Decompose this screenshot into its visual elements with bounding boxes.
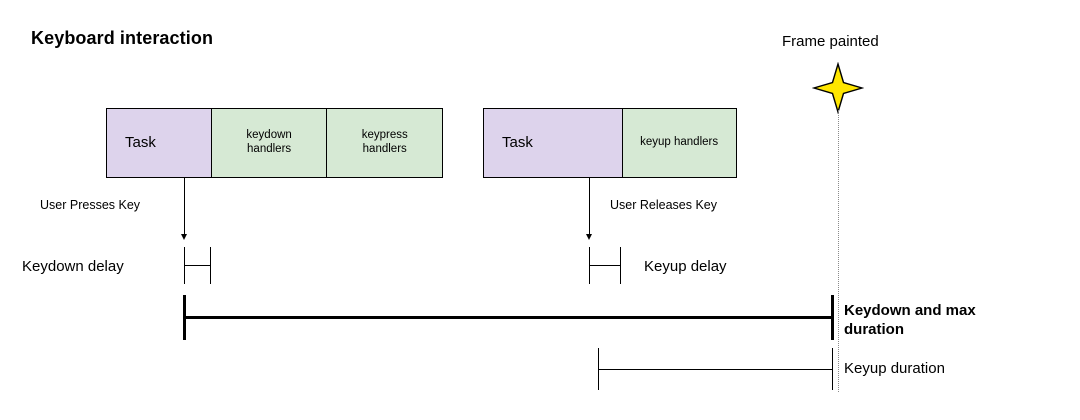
user-presses-key-arrowhead bbox=[181, 234, 187, 240]
user-presses-key-label: User Presses Key bbox=[40, 198, 141, 212]
keydown-track: Task keydown handlers keypress handlers bbox=[106, 108, 444, 178]
keydown-delay-span bbox=[184, 265, 211, 267]
keyup-delay-span bbox=[589, 265, 621, 267]
user-releases-key-label: User Releases Key bbox=[610, 198, 717, 212]
task-block-2: Task bbox=[483, 108, 623, 178]
user-releases-key-arrowhead bbox=[586, 234, 592, 240]
keydown-handlers-block: keydown handlers bbox=[210, 108, 328, 178]
keyup-duration-label: Keyup duration bbox=[844, 360, 945, 377]
keyup-duration-span bbox=[598, 369, 833, 371]
keydown-delay-label: Keydown delay bbox=[22, 258, 124, 275]
frame-painted-label: Frame painted bbox=[782, 33, 879, 50]
user-presses-key-arrow-line bbox=[184, 178, 186, 236]
keydown-duration-span bbox=[183, 316, 834, 319]
keyup-track: Task keyup handlers bbox=[483, 108, 737, 178]
keydown-max-duration-label: Keydown and max duration bbox=[844, 302, 976, 338]
task-block-1: Task bbox=[106, 108, 212, 178]
keyup-handlers-block: keyup handlers bbox=[621, 108, 737, 178]
frame-painted-guideline bbox=[838, 110, 839, 392]
page-title: Keyboard interaction bbox=[31, 28, 214, 48]
user-releases-key-arrow-line bbox=[589, 178, 591, 236]
keypress-handlers-block: keypress handlers bbox=[326, 108, 444, 178]
keyup-delay-label: Keyup delay bbox=[644, 258, 727, 275]
